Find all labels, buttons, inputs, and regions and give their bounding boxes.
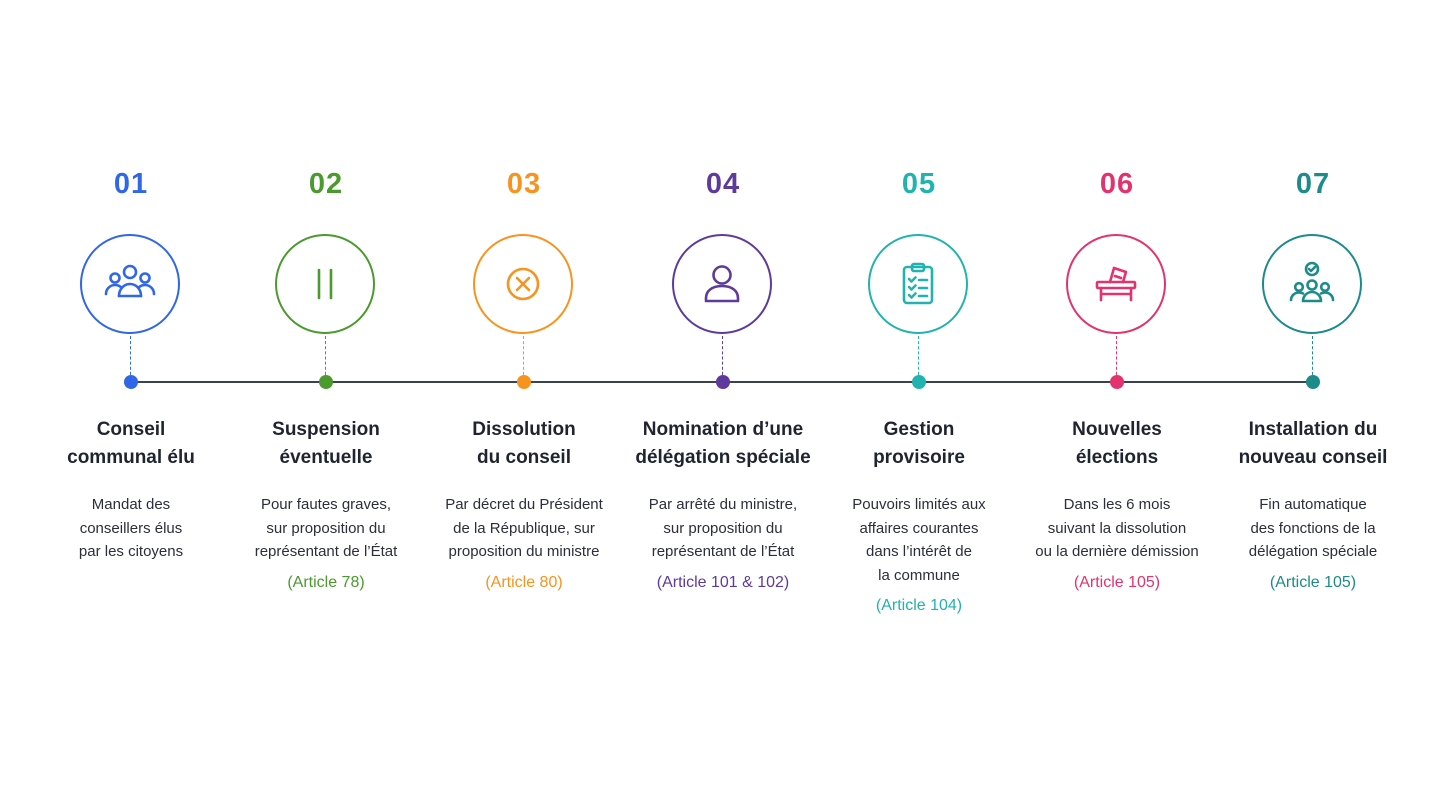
- step-description: Fin automatique des fonctions de la déléga…: [1215, 493, 1411, 594]
- step-number: 03: [506, 168, 542, 200]
- step-icon-circle: [80, 234, 180, 334]
- people-group-icon: [104, 264, 156, 298]
- step-marker-dot: [517, 375, 531, 389]
- step-description-line: représentant de l’État: [254, 543, 398, 560]
- step-article-reference: (Article 105): [1269, 573, 1357, 591]
- step-title: Nouvelles élections: [1019, 416, 1215, 472]
- step-title-line: éventuelle: [279, 447, 373, 468]
- step-title-line: Nomination d’une: [642, 419, 804, 440]
- step-connector: [918, 336, 919, 380]
- step-marker-dot: [716, 375, 730, 389]
- step-icon-circle: [275, 234, 375, 334]
- step-description: Pouvoirs limités aux affaires courantes da…: [821, 493, 1017, 617]
- step-title-line: provisoire: [873, 447, 965, 468]
- step-connector: [325, 336, 326, 380]
- step-description-line: par les citoyens: [78, 543, 184, 560]
- step-article-reference: (Article 78): [287, 573, 365, 591]
- step-description-line: suivant la dissolution: [1047, 519, 1187, 537]
- step-title-line: Dissolution: [472, 419, 576, 440]
- step-description: Par décret du Président de la République,…: [426, 493, 622, 594]
- step-article-reference: (Article 101 & 102): [656, 573, 790, 591]
- step-description-line: Pouvoirs limités aux: [852, 496, 986, 513]
- step-title: Gestion provisoire: [821, 416, 1017, 472]
- step-description-line: Fin automatique: [1259, 496, 1367, 513]
- step-description-line: Par décret du Président: [445, 496, 603, 513]
- step-title-line: Installation du: [1248, 419, 1378, 440]
- step-article-reference: (Article 104): [875, 597, 963, 614]
- step-description-line: la commune: [878, 566, 960, 584]
- step-connector: [1312, 336, 1313, 380]
- step-description-line: affaires courantes: [859, 519, 979, 537]
- step-description-line: Par arrêté du ministre,: [648, 496, 798, 513]
- pause-icon: [317, 268, 333, 300]
- clipboard-checklist-icon: [902, 262, 934, 305]
- step-title-line: délégation spéciale: [635, 447, 811, 468]
- step-title-line: élections: [1075, 447, 1159, 468]
- step-title: Suspension éventuelle: [228, 416, 424, 472]
- step-description-line: de la République, sur: [453, 519, 595, 537]
- step-article-reference: (Article 80): [485, 573, 563, 591]
- step-number: 07: [1295, 168, 1331, 200]
- step-title: Nomination d’une délégation spéciale: [625, 416, 821, 472]
- step-description-line: Pour fautes graves,: [260, 496, 392, 513]
- step-title-line: Gestion: [883, 419, 955, 440]
- step-description-line: sur proposition du: [266, 519, 386, 537]
- step-icon-circle: [868, 234, 968, 334]
- step-marker-dot: [1110, 375, 1124, 389]
- step-description-line: proposition du ministre: [448, 543, 600, 560]
- group-check-icon: [1289, 261, 1335, 303]
- step-title-line: communal élu: [67, 447, 195, 468]
- step-marker-dot: [912, 375, 926, 389]
- close-circle-icon: [506, 267, 540, 301]
- step-title: Dissolution du conseil: [426, 416, 622, 472]
- step-description: Dans les 6 mois suivant la dissolution ou …: [1019, 493, 1215, 594]
- step-description-line: sur proposition du: [663, 519, 783, 537]
- user-icon: [704, 265, 740, 303]
- step-connector: [1116, 336, 1117, 380]
- step-title-line: Nouvelles: [1072, 419, 1162, 440]
- step-description-line: dans l’intérêt de: [866, 543, 972, 560]
- step-icon-circle: [1262, 234, 1362, 334]
- step-number: 04: [705, 168, 741, 200]
- step-number: 05: [901, 168, 937, 200]
- step-number: 06: [1099, 168, 1135, 200]
- step-description-line: délégation spéciale: [1248, 543, 1378, 560]
- step-description: Par arrêté du ministre, sur proposition d…: [625, 493, 821, 594]
- step-description-line: Dans les 6 mois: [1063, 496, 1171, 513]
- ballot-box-icon: [1095, 266, 1137, 302]
- step-icon-circle: [672, 234, 772, 334]
- step-icon-circle: [473, 234, 573, 334]
- step-marker-dot: [124, 375, 138, 389]
- step-description: Mandat des conseillers élus par les citoye…: [33, 493, 229, 564]
- step-title-line: nouveau conseil: [1238, 447, 1388, 468]
- step-description-line: ou la dernière démission: [1035, 543, 1199, 560]
- step-title-line: du conseil: [477, 447, 571, 468]
- step-title: Installation du nouveau conseil: [1215, 416, 1411, 472]
- step-title: Conseil communal élu: [33, 416, 229, 472]
- step-number: 02: [308, 168, 344, 200]
- step-connector: [130, 336, 131, 380]
- step-description-line: représentant de l’État: [651, 543, 795, 560]
- step-article-reference: (Article 105): [1073, 573, 1161, 591]
- step-marker-dot: [1306, 375, 1320, 389]
- step-description-line: des fonctions de la: [1250, 519, 1376, 537]
- step-connector: [722, 336, 723, 380]
- step-marker-dot: [319, 375, 333, 389]
- step-title-line: Suspension: [272, 419, 380, 440]
- step-description: Pour fautes graves, sur proposition du rep…: [228, 493, 424, 594]
- step-connector: [523, 336, 524, 380]
- step-title-line: Conseil: [96, 419, 166, 440]
- step-description-line: conseillers élus: [79, 519, 183, 537]
- step-description-line: Mandat des: [91, 496, 171, 513]
- step-number: 01: [113, 168, 149, 200]
- step-icon-circle: [1066, 234, 1166, 334]
